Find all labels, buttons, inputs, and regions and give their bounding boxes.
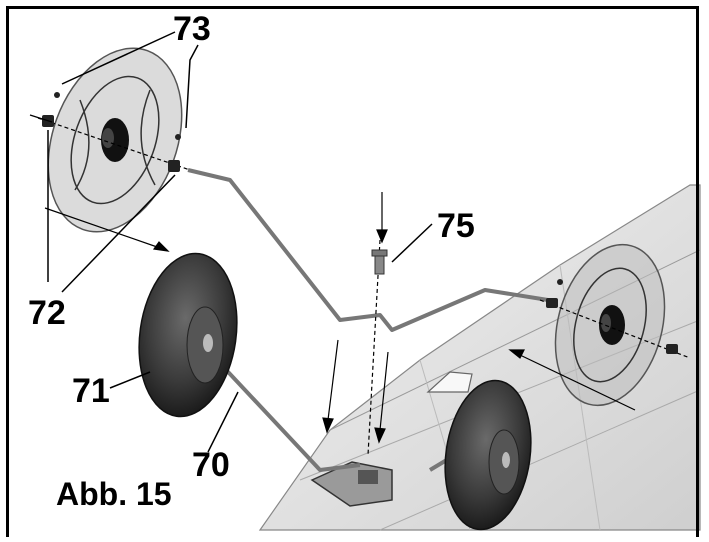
axle-pin [371, 249, 388, 275]
callout-72: 72 [28, 294, 66, 332]
main-wheel-left [138, 252, 238, 418]
callout-70: 70 [192, 446, 230, 484]
leader-lines [47, 31, 433, 453]
canopy-opening [426, 371, 473, 393]
figure-caption: Abb. 15 [56, 476, 172, 512]
arrow-head-icon [374, 427, 386, 444]
axle-centerlines [37, 117, 691, 456]
arrow-head-icon [152, 241, 170, 252]
arrow-head-icon [376, 229, 388, 244]
callout-73: 73 [173, 10, 211, 48]
arrow-head-icon [508, 349, 525, 359]
figure-frame [6, 6, 699, 537]
ghost-wheel-left [47, 47, 183, 233]
ghost-wheel-right [554, 243, 666, 407]
main-wheel-right [444, 379, 532, 531]
callout-75: 75 [437, 207, 475, 245]
wheel-collars [42, 92, 678, 354]
arrow-head-icon [322, 417, 334, 434]
direction-arrows [29, 114, 636, 444]
callout-71: 71 [72, 372, 110, 410]
